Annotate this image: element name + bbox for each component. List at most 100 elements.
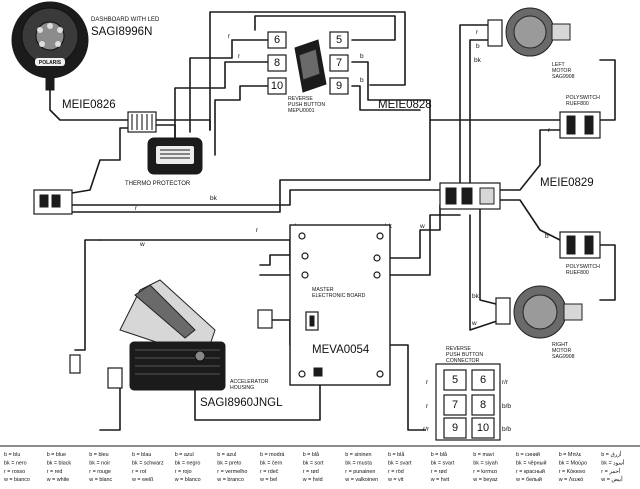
plug-pin	[51, 194, 61, 208]
connector-pin-box	[471, 369, 495, 391]
led-icon	[47, 23, 53, 29]
legend-entry: r = punainen	[345, 469, 375, 475]
wire-label: b	[545, 233, 549, 240]
connector-pin-label: 8	[480, 399, 486, 411]
legend-entry: bk = nero	[4, 460, 27, 466]
connector-pin-label: 9	[452, 422, 458, 434]
wire-label: b	[476, 43, 480, 50]
legend-entry: r = röd	[388, 469, 404, 475]
wire-r-left	[189, 39, 233, 133]
left-motor-caption: LEFT	[552, 62, 566, 68]
wire-label: bk	[472, 293, 480, 300]
polyswitch-cell	[566, 235, 576, 255]
reverse-push-button: 6 5 8 7 10 9 REVERSE PUSH BUTTON MEPU000…	[267, 31, 349, 114]
thermo-protector: THERMO PROTECTOR	[125, 137, 203, 187]
legend-entry: b = modrá	[260, 452, 284, 458]
legend-entry: r = red	[47, 469, 63, 475]
reverse-connector-caption: PUSH BUTTON	[446, 352, 483, 358]
switch-caption: PUSH BUTTON	[288, 102, 325, 108]
switch-pin-box	[329, 77, 349, 95]
dashboard-plug	[45, 77, 55, 91]
left-plug	[33, 189, 73, 215]
legend-entry: w = white	[46, 477, 70, 483]
legend-entry: r = rot	[132, 469, 147, 475]
legend-entry: bk = svart	[431, 460, 455, 466]
accelerator-plug	[107, 367, 123, 389]
left-motor-caption: SAG9908	[552, 74, 575, 80]
polyswitch-caption: POLYSWITCH	[566, 95, 600, 101]
board-output	[313, 367, 323, 377]
wire-label: w	[139, 241, 145, 248]
left-motor-caption: MOTOR	[552, 68, 571, 74]
connector-side-label: r/r	[502, 379, 509, 386]
legend-entry: b = blue	[47, 452, 66, 458]
wire-label: b	[360, 77, 364, 84]
right-motor-caption: RIGHT	[552, 342, 569, 348]
legend-entry: bk = sort	[303, 460, 324, 466]
legend-entry: r = rosso	[4, 469, 25, 475]
legend-entry: b = blu	[4, 452, 20, 458]
board-caption: ELECTRONIC BOARD	[312, 293, 366, 299]
wire-label: r	[238, 53, 241, 60]
reverse-connector-caption: CONNECTOR	[446, 358, 480, 364]
connector-pin-box	[443, 369, 467, 391]
legend-entry: b = blau	[132, 452, 151, 458]
legend-entry: b = blå	[303, 451, 319, 458]
connector-pin-box	[443, 394, 467, 416]
motor-core	[513, 15, 547, 49]
legend-entry: b = azul	[175, 452, 194, 458]
thermo-caption: THERMO PROTECTOR	[125, 181, 191, 187]
legend-entry: w = weiß	[131, 477, 154, 483]
connector-pin-box	[471, 417, 495, 439]
dashboard-logo: POLARIS	[39, 60, 62, 66]
board-terminal	[373, 271, 381, 279]
legend-entry: w = blanco	[174, 477, 201, 483]
switch-pin-label: 7	[336, 57, 342, 69]
thermo-face	[156, 146, 194, 164]
wire-accel-left	[99, 384, 121, 431]
wire-pin8	[174, 61, 269, 141]
switch-pin-label: 9	[336, 80, 342, 92]
legend-entry: r = красный	[516, 468, 545, 475]
wire-board-b	[259, 254, 306, 266]
legend-entry: w = белый	[515, 476, 542, 483]
accelerator-caption: ACCELERATOR	[230, 379, 269, 385]
pedal-tread	[134, 284, 196, 339]
board-screw	[376, 370, 384, 378]
motor-plug	[487, 19, 503, 47]
wire-harness-thermo	[154, 124, 176, 141]
accelerator-plug	[69, 354, 81, 374]
wire-label: bk	[474, 57, 482, 64]
polyswitch-caption: POLYSWITCH	[566, 264, 600, 270]
wire-left-motor-r	[459, 24, 496, 191]
wire-left-plug	[59, 127, 131, 196]
wire-main-r	[71, 119, 561, 213]
switch-pin-label: 5	[336, 34, 342, 46]
dashboard-caption: DASHBOARD WITH LED	[91, 17, 160, 23]
board-screw	[298, 232, 306, 240]
connector-pin	[479, 187, 495, 205]
wire-board-bk	[377, 214, 461, 276]
board-terminal	[301, 252, 309, 260]
wire-polyswitch-top-out	[599, 59, 616, 121]
switch-pin-label: 6	[274, 34, 280, 46]
harness-left-part: MEIE0826	[62, 99, 116, 111]
legend-entry: w = bel	[259, 477, 277, 483]
legend-entry: r = rdeč	[260, 469, 279, 475]
legend-entry: w = blanc	[88, 477, 112, 483]
dashboard: POLARIS DASHBOARD WITH LED SAGI8996N	[11, 1, 160, 91]
right-motor: RIGHT MOTOR SAG9908	[495, 285, 583, 360]
polyswitch-caption: RUEF800	[566, 101, 589, 107]
wire-label: r	[135, 205, 138, 212]
legend-entry: r = rojo	[175, 469, 192, 475]
wire-to-polyswitch-top	[499, 129, 561, 191]
legend-entry: b = blå	[431, 451, 447, 458]
legend-entry: w = hvid	[302, 477, 323, 483]
led-icon	[37, 27, 43, 33]
wire-pin9	[351, 85, 421, 111]
wire-label: r	[476, 29, 479, 36]
legend-entry: r = rød	[303, 469, 319, 475]
right-motor-caption: SAG9908	[552, 354, 575, 360]
